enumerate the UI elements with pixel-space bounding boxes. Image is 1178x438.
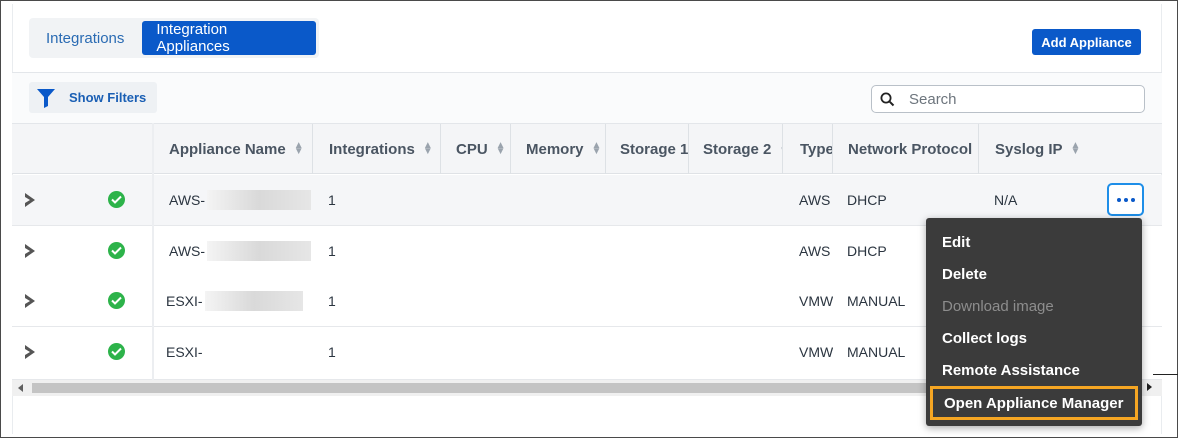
protocol-cell: MANUAL [847, 293, 906, 309]
chevron-right-icon[interactable] [23, 293, 37, 309]
horizontal-scrollbar[interactable] [12, 380, 1162, 396]
protocol-cell: DHCP [847, 243, 887, 259]
column-header-memory[interactable]: Memory ▲▼ [512, 124, 605, 174]
column-divider[interactable] [510, 124, 511, 174]
appliance-name: AWS- [169, 192, 206, 208]
menu-item-download-image: Download image [942, 297, 1054, 315]
redacted-text [207, 190, 312, 210]
actions-context-menu: Edit Delete Download image Collect logs … [926, 218, 1142, 426]
column-header-storage-2[interactable]: Storage 2 ▲▼ [689, 124, 782, 174]
show-filters-button[interactable]: Show Filters [29, 82, 157, 113]
menu-item-remote-assistance[interactable]: Remote Assistance [942, 361, 1080, 379]
add-appliance-button[interactable]: Add Appliance [1032, 29, 1141, 55]
column-header-storage-1[interactable]: Storage 1 [606, 124, 688, 174]
column-header-integrations[interactable]: Integrations ▲▼ [315, 124, 440, 174]
integrations-cell: 1 [328, 192, 336, 208]
column-label: Storage 1 [620, 140, 688, 158]
redacted-text [207, 241, 312, 261]
show-filters-label: Show Filters [69, 90, 147, 105]
integrations-cell: 1 [328, 293, 336, 309]
sort-icon: ▲▼ [591, 140, 602, 157]
ellipsis-icon [1116, 197, 1121, 202]
column-label: Integrations [329, 140, 415, 158]
search-icon [880, 92, 895, 106]
column-divider[interactable] [605, 124, 606, 174]
sort-icon: ▲▼ [495, 140, 506, 157]
integrations-cell: 1 [328, 243, 336, 259]
type-cell: VMW [799, 293, 833, 309]
scroll-left-icon[interactable] [18, 384, 23, 392]
column-header-appliance-name[interactable]: Appliance Name ▲▼ [155, 124, 311, 174]
protocol-cell: MANUAL [847, 344, 906, 360]
column-label: Appliance Name [169, 140, 286, 158]
funnel-icon [37, 88, 55, 108]
check-circle-icon [108, 343, 125, 360]
scroll-right-icon[interactable] [1147, 383, 1152, 391]
redacted-text [204, 291, 303, 311]
check-circle-icon [108, 242, 125, 259]
chevron-right-icon[interactable] [23, 344, 37, 360]
sort-icon: ▲▼ [293, 140, 304, 157]
search-input[interactable] [909, 90, 1129, 108]
column-divider[interactable] [978, 124, 979, 174]
table-header: Appliance Name ▲▼ Integrations ▲▼ CPU ▲▼ Me… [12, 123, 1162, 174]
column-label: Storage 2 [703, 140, 772, 158]
search-box[interactable] [871, 85, 1145, 113]
chevron-right-icon[interactable] [23, 192, 37, 208]
sort-icon: ▲▼ [422, 140, 433, 157]
column-label: Syslog IP [995, 140, 1063, 158]
tab-integration-appliances[interactable]: Integration Appliances [142, 21, 316, 55]
column-divider[interactable] [782, 124, 783, 174]
scrollbar-thumb[interactable] [32, 383, 1022, 393]
ellipsis-icon [1130, 197, 1135, 202]
column-header-network-protocol[interactable]: Network Protocol▲▼ [834, 124, 978, 174]
column-header-cpu[interactable]: CPU ▲▼ [442, 124, 510, 174]
appliance-name-cell[interactable]: AWS- [169, 175, 315, 225]
check-circle-icon [108, 191, 125, 208]
appliance-name-cell[interactable]: ESXI- [166, 276, 316, 326]
sort-icon: ▲▼ [779, 141, 782, 157]
check-circle-icon [108, 292, 125, 309]
type-cell: AWS [799, 243, 831, 259]
column-label: CPU [456, 140, 488, 158]
column-label: Type [800, 140, 832, 158]
appliance-name: ESXI- [166, 293, 203, 309]
column-label: Network Protocol [848, 140, 973, 158]
column-divider[interactable] [688, 124, 689, 174]
tab-integrations[interactable]: Integrations [46, 29, 125, 47]
type-cell: AWS [799, 192, 831, 208]
column-header-syslog-ip[interactable]: Syslog IP ▲▼ [981, 124, 1111, 174]
menu-item-collect-logs[interactable]: Collect logs [942, 329, 1028, 347]
column-divider[interactable] [312, 124, 313, 174]
sort-icon: ▲▼ [1070, 140, 1081, 157]
frozen-column-edge [152, 123, 154, 381]
table-row[interactable]: AWS- 1 AWS DHCP N/A [12, 175, 1162, 226]
menu-item-open-appliance-manager[interactable]: Open Appliance Manager [930, 386, 1138, 420]
divider [1153, 374, 1178, 375]
appliance-name-cell[interactable]: AWS- [169, 226, 315, 276]
appliance-name: AWS- [169, 243, 206, 259]
ellipsis-icon [1123, 197, 1128, 202]
menu-item-delete[interactable]: Delete [942, 265, 988, 283]
integrations-cell: 1 [328, 344, 336, 360]
protocol-cell: DHCP [847, 192, 887, 208]
column-divider[interactable] [832, 124, 833, 174]
tab-bar: Integrations Integration Appliances [29, 18, 319, 58]
type-cell: VMW [799, 344, 833, 360]
column-divider[interactable] [440, 124, 441, 174]
chevron-right-icon[interactable] [23, 243, 37, 259]
menu-item-edit[interactable]: Edit [942, 233, 971, 251]
appliance-name-cell[interactable]: ESXI- [166, 327, 316, 377]
more-actions-button[interactable] [1107, 183, 1144, 216]
column-label: Memory [526, 140, 584, 158]
syslog-ip-cell: N/A [994, 192, 1018, 208]
appliance-name: ESXI- [166, 344, 203, 360]
column-header-type[interactable]: Type [786, 124, 832, 174]
divider [12, 72, 1162, 73]
